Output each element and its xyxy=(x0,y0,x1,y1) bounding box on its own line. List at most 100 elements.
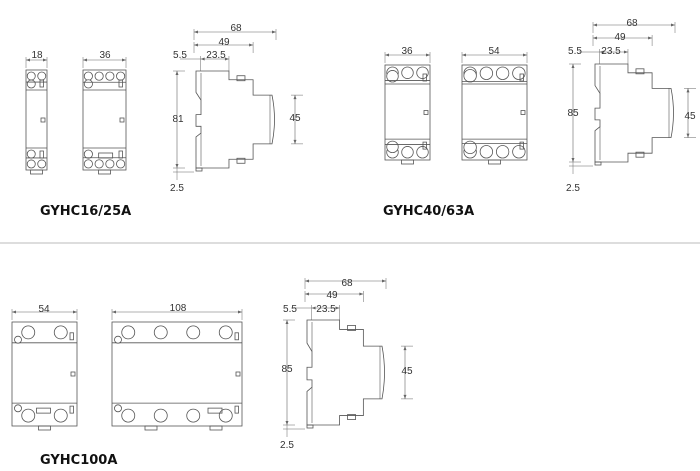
dim-overall: 68 xyxy=(341,278,353,289)
indicator-slot xyxy=(234,405,239,414)
terminal-screw xyxy=(26,149,36,159)
terminal-latch xyxy=(635,68,645,75)
model-title: GYHC16/25A xyxy=(40,204,131,219)
terminal-screw xyxy=(218,325,233,340)
terminal-screw xyxy=(14,335,22,344)
terminal-screw xyxy=(83,149,93,159)
dim-step: 23.5 xyxy=(316,304,336,315)
dim-offset: 5.5 xyxy=(283,304,297,315)
terminal-screw xyxy=(479,145,494,159)
dim-rail: 2.5 xyxy=(170,183,184,194)
din-clip xyxy=(401,159,414,165)
indicator-slot xyxy=(118,79,123,88)
terminal-screw xyxy=(153,325,168,340)
indicator-slot xyxy=(69,332,74,341)
din-clip xyxy=(144,425,158,431)
terminal-screw xyxy=(401,66,414,79)
dim-step: 23.5 xyxy=(601,46,621,57)
terminal-screw xyxy=(37,159,47,169)
terminal-screw xyxy=(386,140,399,154)
side-slot xyxy=(235,371,241,377)
side-slot xyxy=(520,110,526,115)
terminal-screw xyxy=(121,408,136,423)
section-gyhc16-25a: 18 36 68 49 5.5 23.5 81 45 2.5 GYHC16/25… xyxy=(31,23,301,219)
dim-overall: 68 xyxy=(626,18,638,29)
din-rail-foot xyxy=(306,424,314,429)
width-label-54: 54 xyxy=(488,46,500,57)
model-title: GYHC100A xyxy=(40,453,117,468)
din-rail-foot xyxy=(594,161,602,166)
terminal-screw xyxy=(94,71,104,81)
terminal-latch xyxy=(236,157,246,164)
terminal-screw xyxy=(416,66,429,79)
terminal-screw xyxy=(83,159,93,169)
terminal-screw xyxy=(21,325,36,340)
terminal-latch xyxy=(236,75,246,82)
dim-rail: 2.5 xyxy=(280,440,294,451)
indicator-slot xyxy=(39,150,44,159)
terminal-screw xyxy=(114,335,122,344)
dim-height: 81 xyxy=(172,114,184,125)
terminal-screw xyxy=(495,66,510,80)
side-slot xyxy=(40,117,46,123)
dim-offset: 5.5 xyxy=(173,50,187,61)
terminal-screw xyxy=(83,79,93,89)
width-label-36: 36 xyxy=(401,46,413,57)
indicator-slot xyxy=(69,405,74,414)
terminal-screw xyxy=(14,404,22,413)
terminal-screw xyxy=(495,145,510,159)
dim-front-height: 45 xyxy=(684,111,696,122)
dim-mid: 49 xyxy=(614,32,626,43)
model-title: GYHC40/63A xyxy=(383,204,474,219)
side-view-body xyxy=(306,319,385,426)
terminal-screw xyxy=(512,145,526,159)
din-clip xyxy=(30,169,43,175)
dim-front-height: 45 xyxy=(401,366,413,377)
terminal-screw xyxy=(512,66,526,80)
terminal-screw xyxy=(26,71,36,81)
front-view-body xyxy=(111,321,243,427)
side-view-body xyxy=(195,70,275,169)
terminal-screw xyxy=(218,408,233,423)
terminal-screw xyxy=(53,408,68,423)
label-plate xyxy=(207,407,223,414)
width-label-54: 54 xyxy=(38,304,50,315)
section-gyhc40-63a: 36 54 68 49 5.5 23.5 85 45 2.5 GYHC40/63… xyxy=(383,18,696,219)
side-slot xyxy=(119,117,125,123)
terminal-screw xyxy=(401,146,414,159)
indicator-slot xyxy=(519,73,524,82)
dim-offset: 5.5 xyxy=(568,46,582,57)
terminal-screw xyxy=(37,71,47,81)
din-clip xyxy=(98,169,111,175)
section-gyhc100a: 54 108 68 49 5.5 23.5 85 45 2.5 GYHC100A xyxy=(38,278,413,468)
terminal-screw xyxy=(105,71,115,81)
dim-height: 85 xyxy=(281,364,293,375)
indicator-slot xyxy=(422,141,427,150)
terminal-screw xyxy=(26,159,36,169)
side-slot xyxy=(423,110,429,115)
dim-height: 85 xyxy=(567,108,579,119)
width-label-108: 108 xyxy=(170,303,187,314)
terminal-screw xyxy=(83,71,93,81)
width-label-18: 18 xyxy=(31,50,43,61)
drawing-shapes xyxy=(11,22,696,437)
din-clip xyxy=(209,425,223,431)
terminal-screw xyxy=(186,325,201,340)
terminal-latch xyxy=(635,151,645,158)
label-plate xyxy=(36,407,51,414)
terminal-screw xyxy=(53,325,68,340)
indicator-slot xyxy=(39,79,44,88)
indicator-slot xyxy=(519,141,524,150)
din-clip xyxy=(38,425,51,431)
terminal-screw xyxy=(105,159,115,169)
din-clip xyxy=(488,159,501,165)
terminal-screw xyxy=(463,69,477,83)
indicator-slot xyxy=(118,150,123,159)
width-label-36: 36 xyxy=(99,50,111,61)
indicator-slot xyxy=(234,332,239,341)
terminal-screw xyxy=(21,408,36,423)
dim-overall: 68 xyxy=(230,23,242,34)
terminal-latch xyxy=(347,414,356,420)
